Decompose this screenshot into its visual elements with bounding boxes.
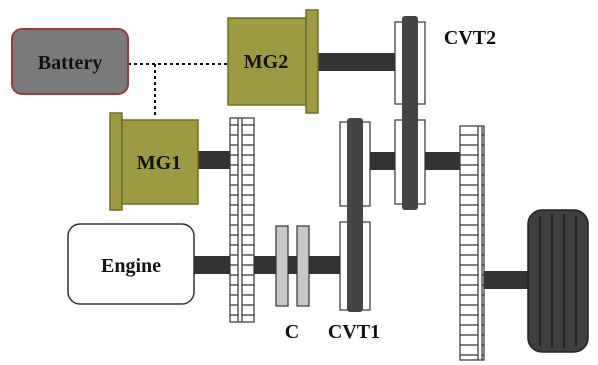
wheel bbox=[527, 209, 589, 353]
gear-left bbox=[229, 117, 255, 323]
mg1-body bbox=[121, 119, 199, 205]
mg1-shaft bbox=[198, 151, 230, 169]
battery-block: Battery bbox=[11, 28, 129, 95]
mg2-flange bbox=[305, 9, 319, 114]
cvt1-belt bbox=[347, 118, 363, 312]
mg1-motor: MG1 bbox=[109, 112, 199, 211]
cvt2: CVT2 bbox=[394, 16, 496, 210]
engine-box bbox=[67, 223, 195, 305]
engine-shaft bbox=[194, 256, 344, 274]
mg2-body bbox=[227, 17, 307, 106]
clutch-plate-left bbox=[275, 225, 289, 307]
output-shaft bbox=[484, 271, 530, 289]
cvt1: CVT1 bbox=[328, 118, 380, 343]
mg2-motor: MG2 bbox=[227, 9, 319, 114]
mg1-flange bbox=[109, 112, 123, 211]
mg2-label: MG2 bbox=[244, 51, 288, 73]
mg2-shaft bbox=[318, 53, 398, 71]
clutch-plate-right bbox=[296, 225, 310, 307]
mg1-label: MG1 bbox=[137, 152, 181, 174]
battery-label: Battery bbox=[38, 52, 102, 74]
gear-right bbox=[459, 125, 485, 361]
cvt2-belt bbox=[402, 16, 418, 210]
electrical-connections bbox=[128, 63, 228, 115]
battery-box bbox=[11, 28, 129, 95]
engine-label: Engine bbox=[101, 255, 161, 277]
clutch-label: C bbox=[285, 321, 299, 343]
cvt1-label: CVT1 bbox=[328, 321, 380, 343]
cvt2-label: CVT2 bbox=[444, 27, 496, 49]
clutch: C bbox=[275, 225, 310, 343]
engine-block: Engine bbox=[67, 223, 195, 305]
wheel-tire bbox=[527, 209, 589, 353]
